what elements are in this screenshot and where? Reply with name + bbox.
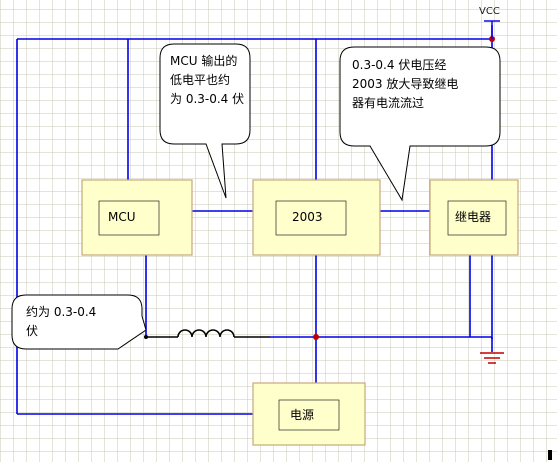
callout-line: 伏: [26, 324, 39, 338]
blocks: [81, 179, 519, 446]
callouts: [11, 43, 501, 350]
power-supply-label: 电源: [290, 408, 315, 422]
power-supply-block: [252, 382, 366, 446]
callout-mcu-low: [159, 43, 251, 199]
mcu-block: [81, 179, 193, 256]
vcc-symbol: [484, 20, 500, 39]
corner-marker: [548, 450, 552, 460]
callout-mcu-low-text: MCU 输出的 低电平也约 为 0.3-0.4 伏: [170, 52, 252, 109]
inductor-coil: [177, 329, 235, 338]
coil-path: [146, 329, 270, 338]
relay-block: [429, 179, 519, 256]
callout-line: 0.3-0.4 伏电压经: [352, 58, 447, 72]
callout-line: MCU 输出的: [170, 54, 238, 68]
junction-dot: [313, 334, 319, 340]
mcu-label: MCU: [108, 210, 136, 224]
relay-label: 继电器: [455, 210, 492, 224]
callout-line: 低电平也约: [170, 73, 231, 87]
callout-voltage-drop-text: 0.3-0.4 伏电压经 2003 放大导致继电 器有电流流过: [352, 56, 500, 113]
callout-left-voltage: [11, 294, 147, 350]
wires: [16, 25, 493, 415]
callout-voltage-drop: [339, 46, 501, 202]
callout-left-voltage-text: 约为 0.3-0.4 伏: [26, 303, 146, 341]
callout-line: 器有电流流过: [352, 96, 425, 110]
callout-line: 约为 0.3-0.4: [26, 305, 97, 319]
callout-line: 2003 放大导致继电: [352, 77, 459, 91]
callout-line: 为 0.3-0.4 伏: [170, 92, 245, 106]
vcc-label: VCC: [479, 6, 500, 17]
ic-2003-label: 2003: [292, 210, 323, 224]
ground-icon: [480, 352, 504, 364]
ic-2003-block: [252, 179, 381, 256]
junction-dot: [144, 335, 148, 339]
